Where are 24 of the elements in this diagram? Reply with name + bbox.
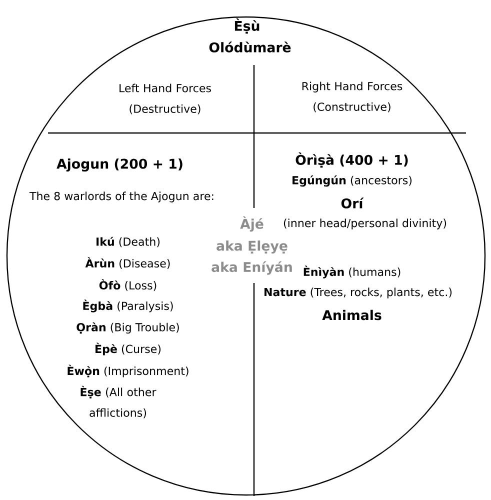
list-item: Àrùn (Disease): [85, 257, 170, 269]
list-item: Èpè (Curse): [96, 342, 161, 356]
list-item: Èṣe (All other afflictions): [80, 386, 156, 418]
list-item: Ikú (Death): [96, 236, 160, 248]
center-text: aka Eníyán: [212, 261, 292, 275]
group-heading: Òrìṣà (400 + 1): [296, 152, 408, 168]
group-heading: Orí: [341, 198, 364, 208]
center-text: Àjé: [240, 216, 264, 232]
quadrant-heading: Right Hand Forces (Constructive): [302, 82, 402, 112]
intro-text: The 8 warlords of the Ajogun are:: [29, 192, 214, 202]
list-item: Nature (Trees, rocks, plants, etc.): [264, 288, 452, 298]
center-text: aka Ẹlẹyẹ: [216, 240, 288, 254]
list-item: Animals: [322, 310, 382, 320]
list-item: Ègbà (Paralysis): [83, 300, 173, 312]
list-item: Ènìyàn (humans): [304, 266, 400, 278]
quadrant-heading: Left Hand Forces (Destructive): [120, 84, 211, 114]
list-item: Èwọ̀n (Imprisonment): [68, 364, 188, 378]
list-item: Egúngún (ancestors): [292, 175, 412, 187]
list-item: Òfò (Loss): [99, 279, 156, 291]
list-item: (inner head/personal divinity): [284, 218, 446, 230]
list-item: Ọràn (Big Trouble): [76, 322, 179, 334]
heading: Èṣù: [234, 18, 260, 34]
group-heading: Ajogun (200 + 1): [56, 158, 182, 172]
heading: Olódùmarè: [209, 42, 291, 52]
